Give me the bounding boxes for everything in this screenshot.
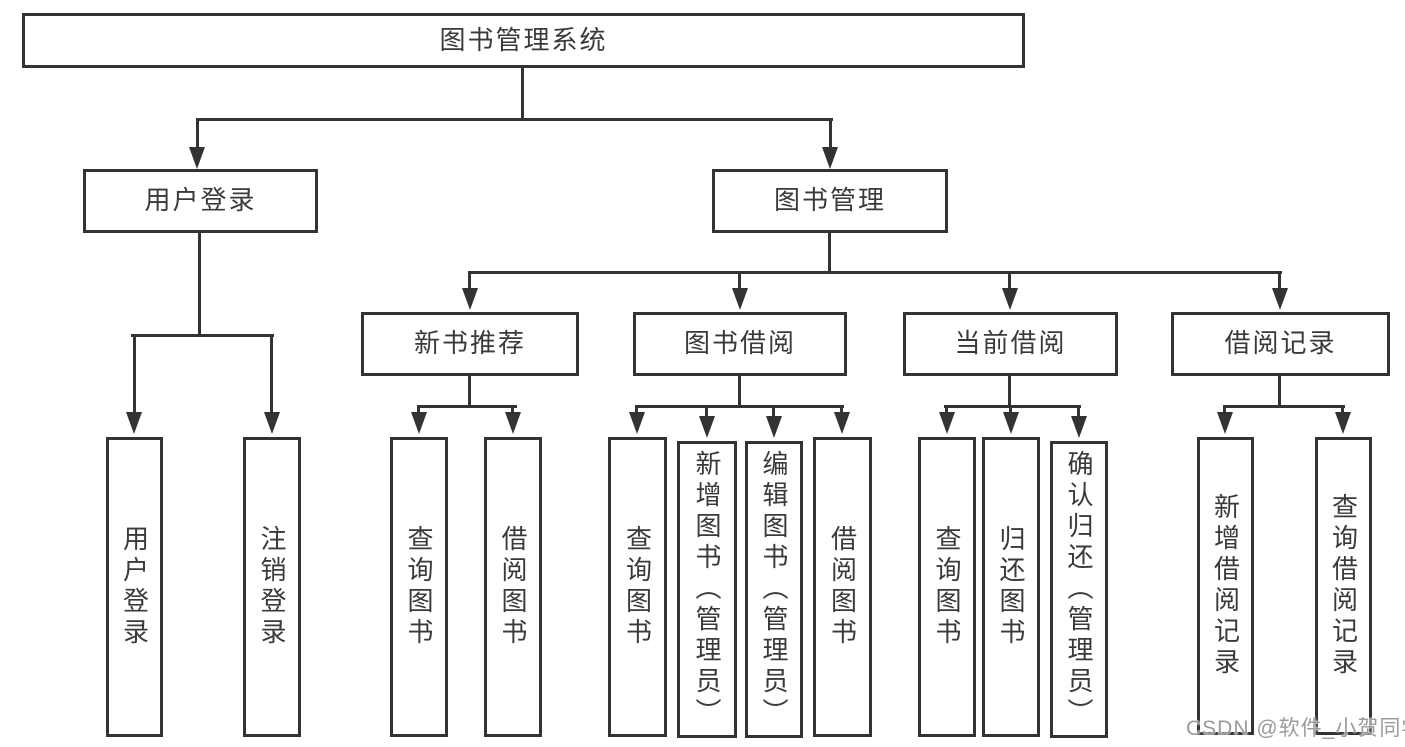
v-line bbox=[738, 375, 741, 407]
leaf-logout: 注销登录 bbox=[243, 437, 301, 737]
leaf-borrowing-borrow-books: 借阅图书 bbox=[813, 437, 872, 737]
h-line bbox=[131, 334, 274, 337]
h-line bbox=[196, 118, 833, 121]
v-line bbox=[1278, 375, 1281, 407]
node-book-borrowing: 图书借阅 bbox=[633, 312, 847, 376]
v-line bbox=[1341, 405, 1344, 413]
v-line bbox=[1223, 405, 1226, 413]
leaf-borrowing-query-books: 查询图书 bbox=[608, 437, 667, 737]
h-line bbox=[636, 405, 844, 408]
leaf-current-query-books: 查询图书 bbox=[918, 437, 976, 737]
v-line bbox=[196, 118, 199, 148]
arrowhead-down bbox=[822, 147, 838, 169]
arrowhead-down bbox=[126, 412, 142, 434]
arrowhead-down bbox=[1335, 412, 1351, 434]
arrowhead-down bbox=[732, 288, 748, 310]
h-line bbox=[417, 405, 517, 408]
leaf-records-add-record: 新增借阅记录 bbox=[1197, 437, 1254, 735]
node-book-management: 图书管理 bbox=[712, 169, 948, 233]
arrowhead-down bbox=[629, 412, 645, 434]
node-borrowing-records: 借阅记录 bbox=[1171, 312, 1390, 376]
v-line bbox=[468, 271, 471, 289]
v-line bbox=[635, 405, 638, 413]
h-line bbox=[1224, 405, 1345, 408]
arrowhead-down bbox=[462, 288, 478, 310]
leaf-user-login: 用户登录 bbox=[106, 437, 163, 737]
leaf-borrowing-edit-books-admin: 编辑图书（管理员） bbox=[745, 441, 803, 738]
v-line bbox=[829, 118, 832, 148]
v-line bbox=[1077, 405, 1080, 417]
node-new-book-recommendation: 新书推荐 bbox=[361, 312, 579, 376]
leaf-borrowing-add-books-admin: 新增图书（管理员） bbox=[677, 441, 737, 738]
v-line bbox=[133, 334, 136, 413]
v-line bbox=[511, 405, 514, 413]
node-current-borrowing: 当前借阅 bbox=[903, 312, 1118, 376]
v-line bbox=[840, 405, 843, 413]
arrowhead-down bbox=[505, 412, 521, 434]
arrowhead-down bbox=[189, 147, 205, 169]
arrowhead-down bbox=[699, 416, 715, 438]
v-line bbox=[828, 232, 831, 273]
v-line bbox=[417, 405, 420, 413]
arrowhead-down bbox=[834, 412, 850, 434]
leaf-current-return-books: 归还图书 bbox=[982, 437, 1040, 737]
arrowhead-down bbox=[1217, 412, 1233, 434]
node-root: 图书管理系统 bbox=[22, 13, 1025, 68]
arrowhead-down bbox=[1071, 416, 1087, 438]
leaf-current-confirm-return-admin: 确认归还（管理员） bbox=[1050, 441, 1108, 738]
arrowhead-down bbox=[1272, 288, 1288, 310]
arrowhead-down bbox=[766, 416, 782, 438]
v-line bbox=[468, 375, 471, 408]
arrowhead-down bbox=[1003, 412, 1019, 434]
h-line bbox=[944, 405, 1081, 408]
v-line bbox=[945, 405, 948, 413]
v-line bbox=[1008, 376, 1011, 407]
v-line bbox=[738, 271, 741, 289]
leaf-recommend-borrow-books: 借阅图书 bbox=[484, 437, 542, 737]
v-line bbox=[521, 67, 524, 120]
v-line bbox=[1009, 405, 1012, 413]
arrowhead-down bbox=[411, 412, 427, 434]
v-line bbox=[705, 405, 708, 417]
v-line bbox=[1278, 271, 1281, 289]
v-line bbox=[270, 334, 273, 413]
leaf-records-query-record: 查询借阅记录 bbox=[1315, 437, 1372, 735]
v-line bbox=[198, 232, 201, 337]
leaf-recommend-query-books: 查询图书 bbox=[390, 437, 448, 737]
node-user-login: 用户登录 bbox=[83, 169, 318, 233]
arrowhead-down bbox=[264, 412, 280, 434]
v-line bbox=[1008, 271, 1011, 289]
arrowhead-down bbox=[1002, 288, 1018, 310]
arrowhead-down bbox=[939, 412, 955, 434]
v-line bbox=[772, 405, 775, 417]
csdn-watermark: CSDN @软件_小贺同学 bbox=[1186, 717, 1405, 740]
h-line bbox=[468, 271, 1282, 274]
